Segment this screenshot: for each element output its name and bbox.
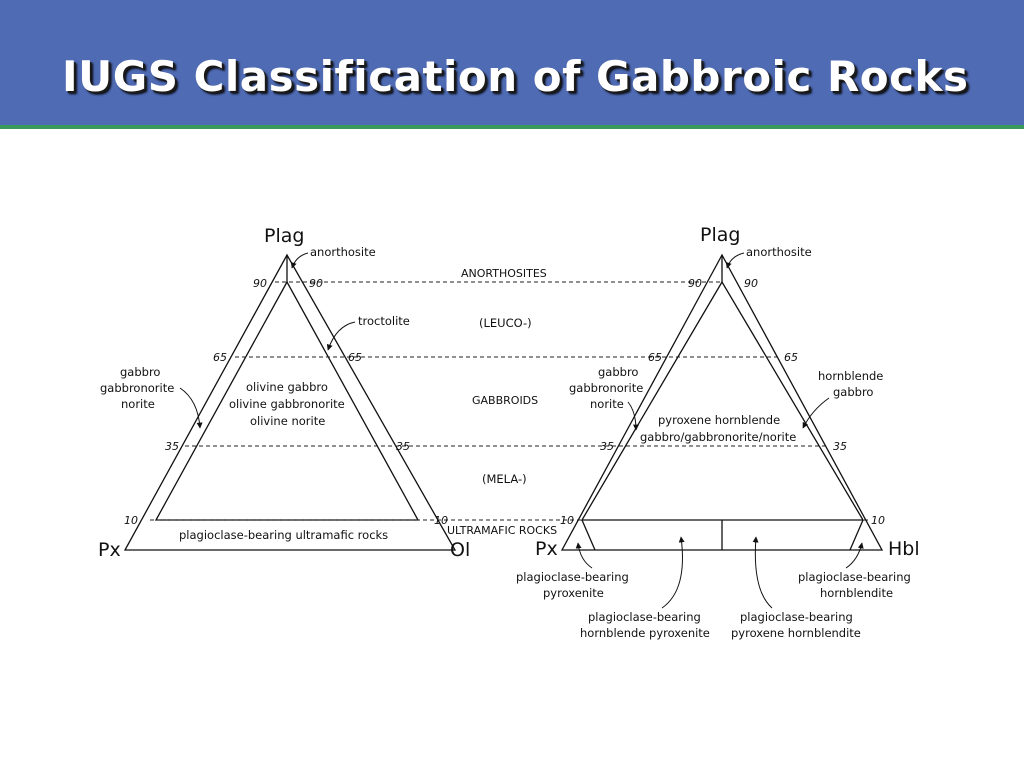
pb-pyroxenite-label-2: pyroxenite (543, 586, 604, 600)
left-tick-65-right: 65 (348, 351, 362, 364)
left-anorthosite-arrow (290, 252, 309, 269)
ultramafic-rocks-label: ULTRAMAFIC ROCKS (447, 524, 557, 537)
left-ultramafic-label: plagioclase-bearing ultramafic rocks (179, 528, 388, 542)
pb-pyroxenite-arrow (575, 542, 593, 569)
right-gabbro-arrow (627, 401, 639, 431)
left-outer-triangle (123, 253, 457, 551)
right-anorthosite-label: anorthosite (746, 245, 812, 259)
pyroxene-hornblende-label: pyroxene hornblende (658, 413, 780, 427)
pb-hornblendite-arrow (845, 542, 864, 569)
pb-pyx-hornblendite-arrow (752, 536, 773, 609)
left-anorthosite-label: anorthosite (310, 245, 376, 259)
hornblende-label: hornblende (818, 369, 883, 383)
left-apex-px: Px (98, 539, 121, 561)
hornblende-gabbro-arrow (802, 397, 830, 429)
pb-pyroxenite-label-1: plagioclase-bearing (516, 570, 629, 584)
right-gabbro-label: gabbro (598, 365, 638, 379)
left-gabbro-label: gabbro (120, 365, 160, 379)
olivine-gabbronorite-label: olivine gabbronorite (229, 397, 345, 411)
anorthosites-label: ANORTHOSITES (461, 267, 547, 280)
right-tick-90-right: 90 (744, 277, 758, 290)
right-apex-px: Px (535, 538, 558, 560)
pb-pyx-hornblendite-label-1: plagioclase-bearing (740, 610, 853, 624)
right-tick-65-right: 65 (784, 351, 798, 364)
left-gabbro-arrow (179, 387, 203, 429)
left-norite-label: norite (121, 397, 155, 411)
left-apex-plag: Plag (264, 225, 304, 247)
right-bottom-left-divider (581, 519, 596, 551)
pb-hbl-pyroxenite-arrow (661, 536, 685, 609)
right-tick-65-left: 65 (648, 351, 662, 364)
title-bar-divider (0, 125, 1024, 129)
left-tick-35-left: 35 (165, 440, 179, 453)
right-apex-plag: Plag (700, 224, 740, 246)
left-tick-10-left: 10 (124, 514, 138, 527)
right-bottom-right-divider (849, 519, 864, 551)
pb-pyx-hornblendite-label-2: pyroxene hornblendite (731, 626, 861, 640)
right-apex-hbl: Hbl (888, 538, 920, 560)
left-tick-65-left: 65 (213, 351, 227, 364)
right-gabbronorite-label: gabbronorite (569, 381, 643, 395)
pb-hornblendite-label-2: hornblendite (820, 586, 893, 600)
left-ternary-diagram: Plag Px Ol 90 90 65 65 35 35 10 10 anort… (98, 225, 870, 561)
olivine-gabbro-label: olivine gabbro (246, 380, 328, 394)
olivine-norite-label: olivine norite (250, 414, 325, 428)
slide-title: IUGS Classification of Gabbroic Rocks (62, 52, 969, 101)
pb-hbl-pyroxenite-label-2: hornblende pyroxenite (580, 626, 710, 640)
mela-label: (MELA-) (482, 472, 527, 486)
troctolite-arrow (326, 321, 356, 351)
troctolite-label: troctolite (358, 314, 410, 328)
left-tick-10-right: 10 (434, 514, 448, 527)
left-tick-90-right: 90 (309, 277, 323, 290)
leuco-label: (LEUCO-) (479, 316, 532, 330)
right-tick-35-right: 35 (833, 440, 847, 453)
right-ternary-diagram: Plag Px Hbl 90 90 65 65 35 35 10 10 anor… (516, 224, 920, 640)
pb-hornblendite-label-1: plagioclase-bearing (798, 570, 911, 584)
right-inner-triangle (580, 280, 865, 521)
right-tick-10-left: 10 (560, 514, 574, 527)
left-apex-ol: Ol (450, 539, 470, 561)
gabbroids-label: GABBROIDS (472, 394, 538, 407)
pb-hbl-pyroxenite-label-1: plagioclase-bearing (588, 610, 701, 624)
right-anorthosite-arrow (725, 252, 745, 269)
right-norite-label: norite (590, 397, 624, 411)
title-bar (0, 0, 1024, 125)
right-tick-35-left: 35 (600, 440, 614, 453)
hornblende-gabbro-label: gabbro (833, 385, 873, 399)
gabbro-gabbronorite-norite-label: gabbro/gabbronorite/norite (640, 430, 796, 444)
left-tick-35-right: 35 (396, 440, 410, 453)
right-tick-90-left: 90 (688, 277, 702, 290)
left-tick-90-left: 90 (253, 277, 267, 290)
left-gabbronorite-label: gabbronorite (100, 381, 174, 395)
middle-zone-labels: ANORTHOSITES (LEUCO-) GABBROIDS (MELA-) … (447, 267, 557, 537)
right-tick-10-right: 10 (871, 514, 885, 527)
